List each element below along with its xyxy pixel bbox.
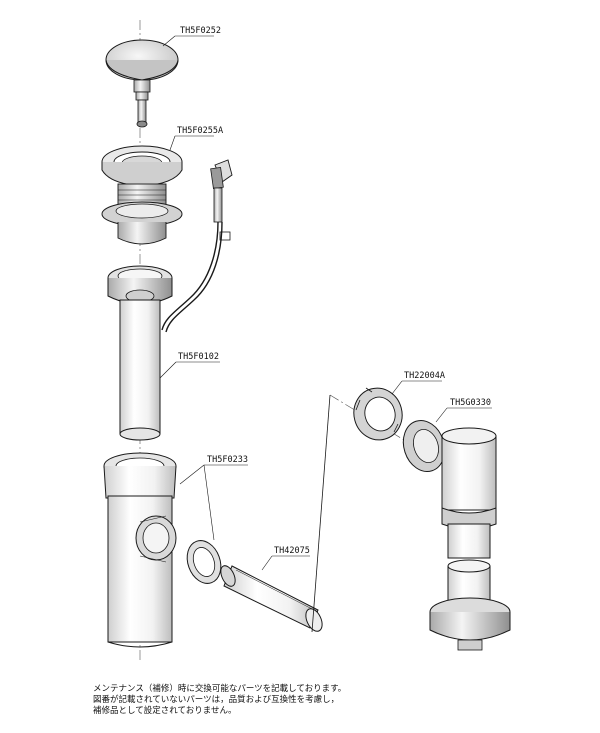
label-th5f0102: TH5F0102 <box>178 352 219 362</box>
leader-lines <box>159 35 492 571</box>
label-th5g0330: TH5G0330 <box>450 398 491 408</box>
union-nut-part <box>353 387 403 441</box>
maintenance-note-line-3: 補修品として設定されておりません。 <box>93 706 237 716</box>
side-axis-line <box>329 394 471 481</box>
label-th42075: TH42075 <box>274 546 310 556</box>
wall-outline <box>311 394 331 633</box>
connector-pipe-part <box>220 565 323 632</box>
wall-socket-part <box>429 559 511 651</box>
tailpiece-pipe-part <box>107 265 173 441</box>
maintenance-note-line-1: メンテナンス（補修）時に交換可能なパーツを記載しております。 <box>93 684 347 694</box>
label-th5f0255a: TH5F0255A <box>177 126 223 136</box>
popup-cap-part <box>105 39 179 128</box>
label-th22004a: TH22004A <box>404 371 445 381</box>
gasket-ring-part <box>186 540 222 584</box>
label-th5f0252: TH5F0252 <box>180 26 221 36</box>
maintenance-note-line-2: 図番が記載されていないパーツは，品質および互換性を考慮し， <box>93 695 340 705</box>
lever-rod-part <box>161 159 233 333</box>
elbow-fitting-part <box>402 420 497 559</box>
label-th5f0233: TH5F0233 <box>207 455 248 465</box>
drain-flange-part <box>101 145 183 245</box>
trap-body-part <box>103 452 177 648</box>
